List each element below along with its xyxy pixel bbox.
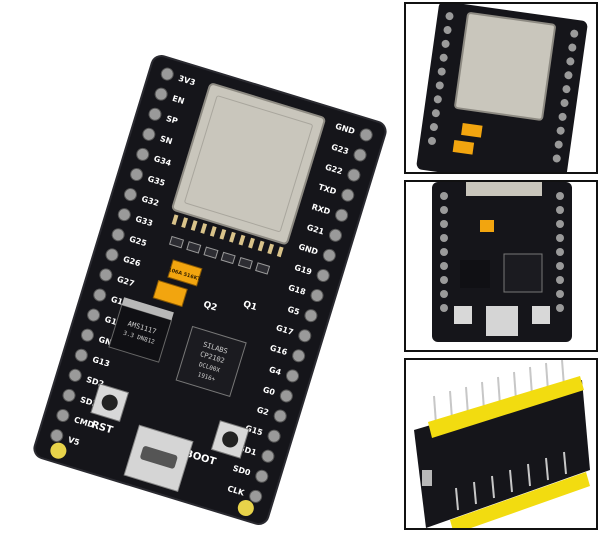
tantalum-capacitor <box>167 259 203 287</box>
pin-label: G5 <box>286 305 301 317</box>
pin-label: EN <box>171 94 185 106</box>
pin-label: G0 <box>262 385 277 397</box>
inset-header-pins-closeup <box>404 358 598 530</box>
wifi-module-shield <box>171 83 326 245</box>
left-header-pins <box>50 67 174 443</box>
smd-components <box>169 235 271 275</box>
inset-module-closeup <box>404 2 598 174</box>
pin-label: G4 <box>268 365 283 377</box>
tantalum-capacitor <box>152 279 188 308</box>
transistor-q2-label: Q2 <box>202 300 218 314</box>
main-board-photo: 3V3 EN SP SN G34 G35 G32 G33 G25 G26 G27… <box>33 54 387 526</box>
mounting-hole <box>50 442 67 459</box>
module-castellations <box>171 214 284 258</box>
header-pins-illustration <box>406 360 596 528</box>
pin-label: V5 <box>67 435 81 447</box>
usb-closeup-illustration <box>406 182 596 350</box>
pin-label: SN <box>159 134 174 146</box>
right-header-pins <box>249 128 373 503</box>
mounting-hole <box>237 500 254 517</box>
esp32-board-illustration: 3V3 EN SP SN G34 G35 G32 G33 G25 G26 G27… <box>33 54 387 526</box>
module-closeup-illustration <box>406 4 596 172</box>
pin-label: G2 <box>256 405 270 417</box>
usb-bridge-chip <box>175 325 247 398</box>
inset-usb-closeup <box>404 180 598 352</box>
pin-label: SP <box>165 114 179 126</box>
transistor-q1-label: Q1 <box>242 300 258 314</box>
